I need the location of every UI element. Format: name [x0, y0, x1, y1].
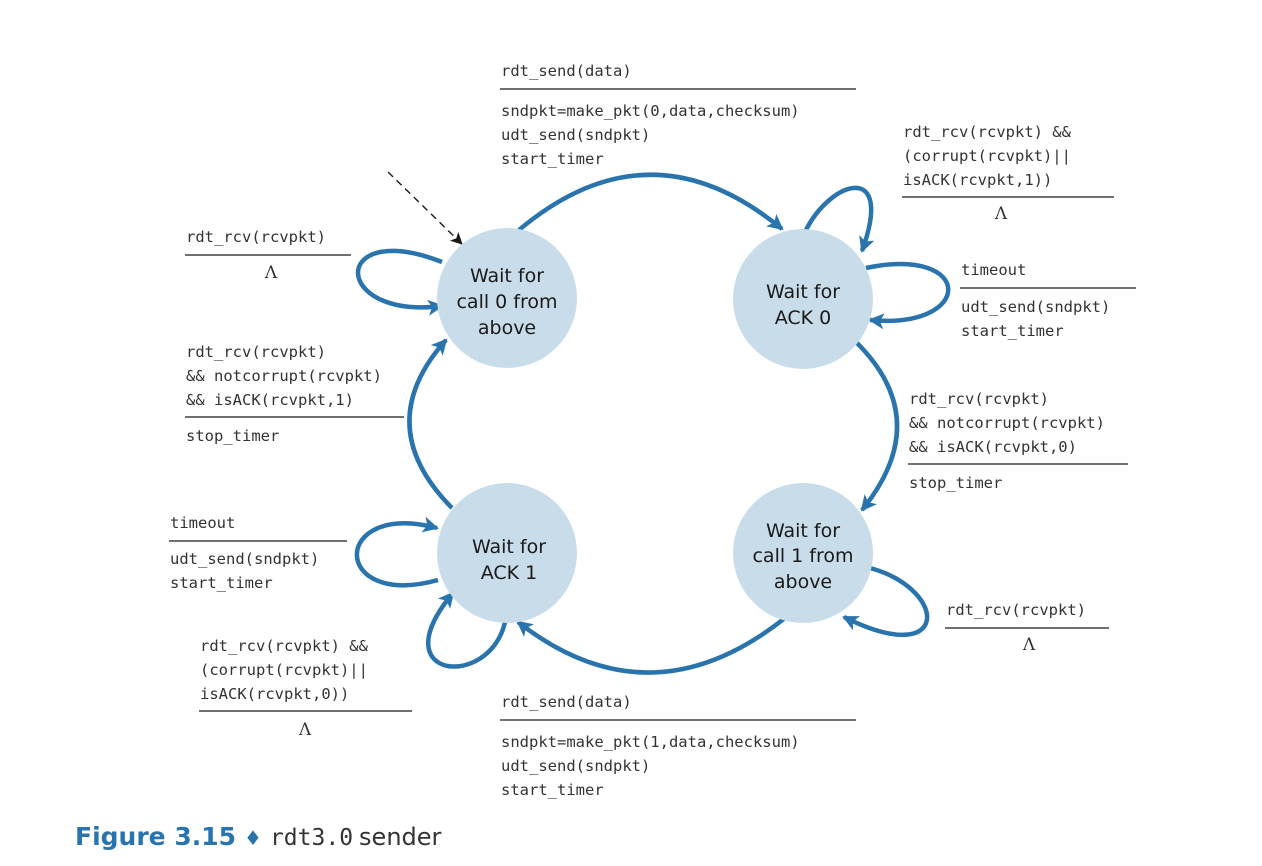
event-text: rdt_rcv(rcvpkt) &&	[200, 637, 369, 655]
self-loop-s3-timeout	[354, 516, 439, 588]
action-text: start_timer	[170, 574, 273, 592]
transition-arc-s0-to-s1	[517, 172, 784, 232]
event-text: timeout	[961, 261, 1026, 279]
caption-text: sender	[359, 823, 442, 851]
event-text: && isACK(rcvpkt,1)	[186, 391, 354, 409]
action-text: sndpkt=make_pkt(0,data,checksum)	[501, 102, 800, 120]
lambda-symbol: Λ	[1022, 635, 1036, 655]
action-text: start_timer	[961, 322, 1064, 340]
state-label-line: Wait for	[766, 281, 840, 303]
caption-code: rdt3.0	[269, 825, 354, 851]
action-text: udt_send(sndpkt)	[170, 550, 319, 568]
event-text: rdt_rcv(rcvpkt)	[186, 343, 326, 361]
self-loop-s1-timeout	[865, 261, 951, 330]
lambda-symbol: Λ	[264, 263, 278, 283]
event-text: isACK(rcvpkt,1))	[903, 171, 1052, 189]
action-text: udt_send(sndpkt)	[501, 126, 650, 144]
transition-arc-s2-to-s3	[516, 616, 787, 675]
transition-label-left: rdt_rcv(rcvpkt) && notcorrupt(rcvpkt) &&…	[185, 343, 404, 445]
state-label-line: above	[774, 571, 832, 593]
diamond-icon: ♦	[244, 826, 262, 850]
transition-label-s1-corrupt: rdt_rcv(rcvpkt) && (corrupt(rcvpkt)|| is…	[902, 123, 1114, 224]
event-text: rdt_rcv(rcvpkt)	[186, 228, 326, 246]
action-text: udt_send(sndpkt)	[501, 757, 650, 775]
state-label-line: call 0 from	[456, 291, 557, 313]
state-label-line: Wait for	[470, 265, 544, 287]
event-text: && notcorrupt(rcvpkt)	[186, 367, 382, 385]
action-text: stop_timer	[909, 474, 1002, 492]
lambda-symbol: Λ	[994, 204, 1008, 224]
action-text: stop_timer	[186, 427, 279, 445]
transition-label-top: rdt_send(data) sndpkt=make_pkt(0,data,ch…	[500, 62, 856, 168]
initial-state-arrow	[387, 171, 463, 245]
event-text: (corrupt(rcvpkt)||	[200, 661, 368, 679]
transition-label-s1-timeout: timeout udt_send(sndpkt) start_timer	[960, 261, 1136, 340]
event-text: rdt_rcv(rcvpkt)	[909, 390, 1049, 408]
event-text: timeout	[170, 514, 235, 532]
action-text: udt_send(sndpkt)	[961, 298, 1110, 316]
self-loop-s3-corrupt	[426, 591, 508, 669]
state-label-line: Wait for	[766, 520, 840, 542]
state-label-line: above	[478, 317, 536, 339]
action-text: start_timer	[501, 150, 604, 168]
transition-label-bottom: rdt_send(data) sndpkt=make_pkt(1,data,ch…	[500, 693, 856, 799]
transition-label-s3-corrupt: rdt_rcv(rcvpkt) && (corrupt(rcvpkt)|| is…	[199, 637, 412, 740]
self-loop-s0	[355, 248, 444, 316]
event-text: && notcorrupt(rcvpkt)	[909, 414, 1105, 432]
action-text: sndpkt=make_pkt(1,data,checksum)	[501, 733, 800, 751]
lambda-symbol: Λ	[298, 720, 312, 740]
transition-arc-s1-to-s2	[854, 340, 900, 512]
action-text: start_timer	[501, 781, 604, 799]
state-label-line: ACK 1	[481, 562, 538, 584]
transition-label-s2-self: rdt_rcv(rcvpkt) Λ	[945, 601, 1109, 655]
transition-label-s0-self: rdt_rcv(rcvpkt) Λ	[185, 228, 351, 283]
event-text: rdt_send(data)	[501, 693, 632, 711]
state-wait-ack-1: Wait for ACK 1	[437, 483, 577, 623]
state-wait-ack-0: Wait for ACK 0	[733, 229, 873, 369]
event-text: rdt_rcv(rcvpkt)	[946, 601, 1086, 619]
transition-arc-s3-to-s0	[407, 338, 454, 510]
state-label-line: Wait for	[472, 536, 546, 558]
state-wait-call-0: Wait for call 0 from above	[437, 228, 577, 368]
event-text: (corrupt(rcvpkt)||	[903, 147, 1071, 165]
self-loop-s1-corrupt	[802, 185, 875, 253]
state-label-line: call 1 from	[752, 545, 853, 567]
event-text: isACK(rcvpkt,0))	[200, 685, 349, 703]
transition-label-s3-timeout: timeout udt_send(sndpkt) start_timer	[169, 514, 347, 592]
state-label-line: ACK 0	[775, 307, 832, 329]
event-text: rdt_rcv(rcvpkt) &&	[903, 123, 1072, 141]
self-loop-s2	[842, 565, 930, 638]
transition-label-right: rdt_rcv(rcvpkt) && notcorrupt(rcvpkt) &&…	[908, 390, 1128, 492]
figure-number: Figure 3.15	[75, 822, 237, 851]
state-wait-call-1: Wait for call 1 from above	[733, 483, 873, 623]
event-text: rdt_send(data)	[501, 62, 632, 80]
event-text: && isACK(rcvpkt,0)	[909, 438, 1077, 456]
